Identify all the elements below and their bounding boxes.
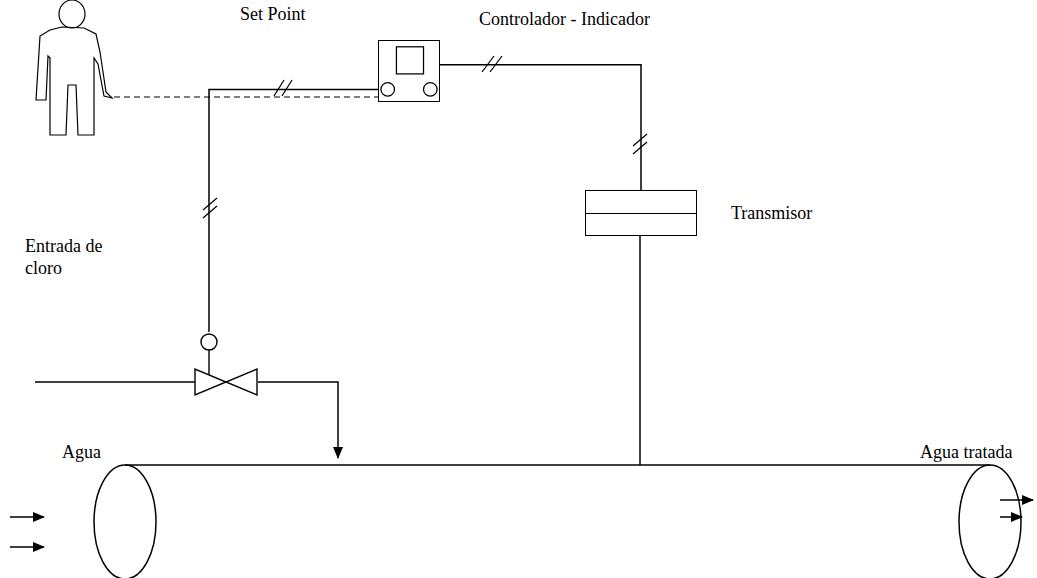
operator-figure: [36, 0, 112, 135]
text-label: Agua: [62, 442, 101, 464]
chlorine-pipe: [35, 381, 196, 383]
control-valve: Entrada de cloro: [193, 332, 259, 396]
valve-symbol: [193, 332, 259, 396]
sensor-line: [639, 236, 641, 465]
transmitter-box: Transmisor: [585, 190, 697, 236]
controller-indicator: Controlador - Indicador: [378, 40, 440, 102]
node-label: Transmisor: [731, 203, 812, 225]
node-label: Entrada de cloro: [25, 236, 125, 279]
water-pipe: [94, 465, 1021, 578]
setpoint-link: [114, 96, 378, 97]
chlorine-feed: [258, 382, 338, 458]
flow-arrows: [10, 500, 1033, 547]
signal-line: [440, 65, 641, 190]
node-label: Controlador - Indicador: [479, 9, 650, 31]
text-label: Agua tratada: [920, 442, 1012, 464]
controller-face: [379, 41, 439, 101]
signal-line: [209, 90, 378, 332]
transmitter-divider: [586, 213, 696, 214]
text-label: Set Point: [240, 4, 306, 26]
